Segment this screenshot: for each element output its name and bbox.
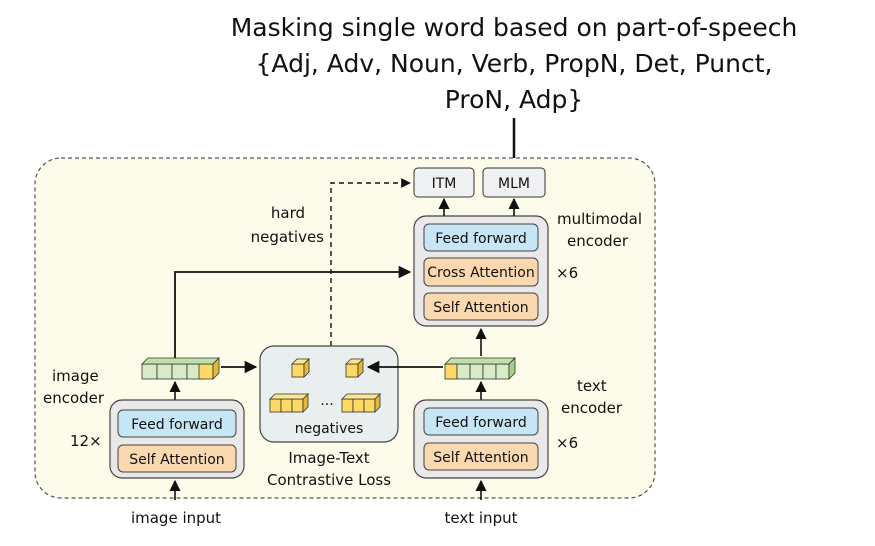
img-feed-forward-label: Feed forward bbox=[131, 417, 223, 433]
mm-feed-forward-layer bbox=[423, 223, 539, 252]
img-self-attention-layer bbox=[117, 444, 237, 473]
strip-side bbox=[302, 393, 309, 413]
hard-negatives-path bbox=[330, 178, 411, 346]
image-encoder-label-2: encoder bbox=[43, 389, 105, 407]
negative-strip-left bbox=[269, 393, 309, 413]
image-to-cross-attention-arrow bbox=[174, 265, 412, 358]
txt-self-attention-layer bbox=[423, 442, 539, 471]
cube-front bbox=[345, 363, 359, 378]
text-token bbox=[469, 363, 484, 380]
text-repeat-label: ×6 bbox=[556, 434, 578, 452]
image-strip-side bbox=[212, 357, 220, 380]
mm-encoder-label-1: multimodal bbox=[557, 210, 642, 228]
txt-feed-forward-layer bbox=[423, 407, 539, 436]
strip-side bbox=[374, 393, 381, 413]
image-token bbox=[156, 363, 173, 380]
image-input-label: image input bbox=[131, 509, 221, 527]
cube-front bbox=[269, 398, 282, 413]
mm-repeat-label: ×6 bbox=[556, 264, 578, 282]
positive-image-cube bbox=[291, 358, 310, 378]
cube-front bbox=[291, 398, 304, 413]
title: Masking single word based on part-of-spe… bbox=[231, 13, 798, 114]
mm-feed-forward-label: Feed forward bbox=[435, 231, 527, 247]
text-token bbox=[495, 363, 510, 380]
txt-feed-forward-label: Feed forward bbox=[435, 415, 527, 431]
title-line-2: {Adj, Adv, Noun, Verb, PropN, Det, Punct… bbox=[256, 49, 773, 78]
title-line-3: ProN, Adp} bbox=[445, 85, 584, 114]
negatives-ellipsis: ... bbox=[320, 393, 333, 409]
negative-strip-right bbox=[341, 393, 381, 413]
contrastive-label-2: Contrastive Loss bbox=[267, 471, 391, 489]
text-strip-top bbox=[444, 357, 516, 365]
image-strip-top bbox=[141, 357, 220, 365]
txt-self-attention-label: Self Attention bbox=[433, 450, 528, 466]
contrastive-label-1: Image-Text bbox=[288, 449, 369, 467]
positive-text-cube bbox=[345, 358, 364, 378]
mm-self-attention-layer bbox=[423, 292, 539, 321]
mm-cross-attention-layer bbox=[423, 257, 539, 287]
negatives-label: negatives bbox=[295, 421, 364, 437]
cube-side bbox=[357, 358, 364, 378]
text-cls-token bbox=[444, 363, 458, 380]
img-feed-forward-layer bbox=[117, 409, 237, 438]
cube-side bbox=[303, 358, 310, 378]
image-encoder-label-1: image bbox=[52, 367, 99, 385]
cube-front bbox=[341, 398, 354, 413]
text-encoder-label-1: text bbox=[577, 377, 607, 395]
cube-front bbox=[291, 363, 305, 378]
text-token bbox=[456, 363, 471, 380]
strip-top bbox=[341, 393, 381, 400]
cube-front bbox=[352, 398, 365, 413]
image-repeat-label: 12× bbox=[70, 432, 102, 450]
strip-top bbox=[269, 393, 309, 400]
itm-head bbox=[413, 167, 475, 198]
hard-negatives-label-2: negatives bbox=[251, 228, 325, 246]
itm-label: ITM bbox=[432, 176, 457, 192]
image-token bbox=[141, 363, 158, 380]
mm-encoder-label-2: encoder bbox=[567, 232, 629, 250]
image-token bbox=[171, 363, 188, 380]
text-input-label: text input bbox=[445, 509, 518, 527]
mm-self-attention-label: Self Attention bbox=[433, 300, 528, 316]
hard-negatives-label-1: hard bbox=[271, 204, 305, 222]
text-token bbox=[482, 363, 497, 380]
mm-cross-attention-label: Cross Attention bbox=[427, 265, 534, 281]
text-token-strip bbox=[444, 357, 516, 380]
image-token-strip bbox=[141, 357, 220, 380]
image-cls-token bbox=[198, 363, 214, 380]
mlm-head bbox=[482, 167, 546, 198]
cube-front bbox=[363, 398, 376, 413]
text-strip-side bbox=[508, 357, 516, 380]
text-encoder-label-2: encoder bbox=[561, 399, 623, 417]
title-line-1: Masking single word based on part-of-spe… bbox=[231, 13, 798, 42]
cube-front bbox=[280, 398, 293, 413]
mlm-label: MLM bbox=[498, 176, 530, 192]
img-self-attention-label: Self Attention bbox=[129, 452, 224, 468]
